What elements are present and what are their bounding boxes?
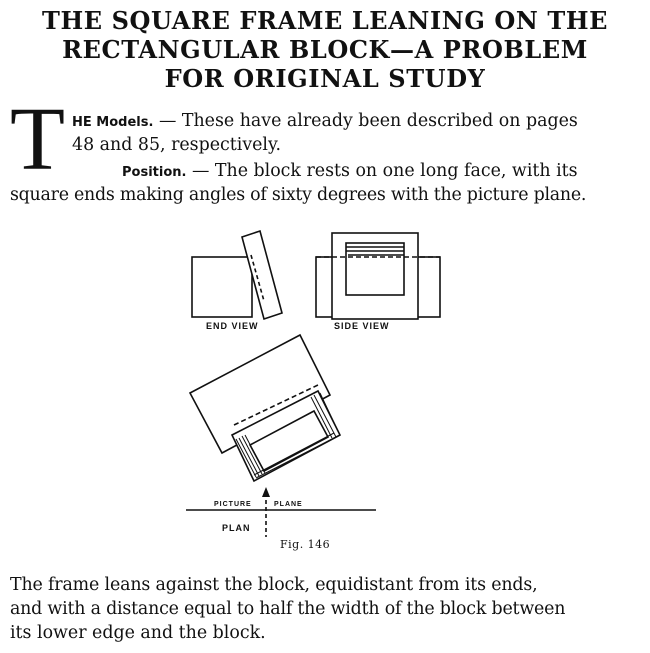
title-line-1: THE SQUARE FRAME LEANING ON THE [41, 6, 609, 35]
up-arrow-icon [262, 487, 270, 497]
end-view-label: END VIEW [206, 321, 259, 331]
figure-caption: Fig. 146 [280, 538, 331, 551]
side-view-label: SIDE VIEW [334, 321, 390, 331]
end-view-block [191, 256, 253, 318]
plane-label: PLANE [274, 501, 303, 508]
closing-line-2: and with a distance equal to half the wi… [10, 599, 566, 619]
side-view-frame-outer [331, 232, 419, 320]
picture-label: PICTURE [214, 501, 252, 508]
position-line-2: square ends making angles of sixty degre… [10, 185, 587, 205]
plan-label: PLAN [222, 523, 251, 533]
closing-line-1: The frame leans against the block, equid… [10, 575, 538, 595]
closing-line-3: its lower edge and the block. [10, 623, 266, 643]
models-heading: HE Models. [72, 115, 154, 130]
end-view-frame [241, 229, 283, 321]
drop-cap: T [10, 90, 65, 189]
page-title: THE SQUARE FRAME LEANING ON THE RECTANGU… [0, 6, 650, 93]
plan-block [188, 333, 332, 455]
plan-frame-outer [230, 389, 342, 483]
position-text: — The block rests on one long face, with… [191, 161, 578, 181]
models-line-2: 48 and 85, respectively. [72, 135, 282, 155]
title-line-3: FOR ORIGINAL STUDY [164, 64, 486, 93]
side-view-frame-inner [345, 242, 405, 296]
position-heading: Position. [122, 165, 187, 180]
figure-146-drawing: END VIEW SIDE VIEW PICTURE PLANE PLAN [186, 229, 441, 537]
models-text: — These have already been described on p… [158, 111, 578, 131]
end-view-hidden-line [250, 254, 265, 302]
plan-hatching [235, 392, 339, 479]
models-line-1: HE Models. — These have already been des… [72, 110, 578, 134]
position-line-1: Position. — The block rests on one long … [122, 160, 578, 184]
title-line-2: RECTANGULAR BLOCK—A PROBLEM [62, 35, 588, 64]
